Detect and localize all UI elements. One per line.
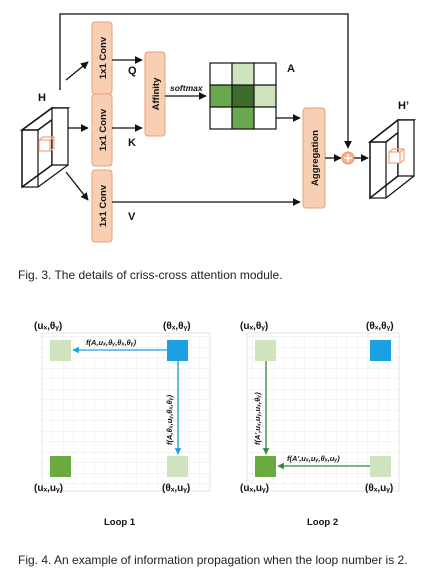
aggregation-block: Aggregation: [302, 107, 326, 209]
input-feature-map: [19, 106, 71, 189]
loop-1-top-left-label: (uₓ,θᵧ): [34, 321, 62, 332]
plus-icon: [341, 151, 355, 165]
loop-1-vertical-fn: f(A,θₓ,uᵧ,θₓ,θᵧ): [165, 394, 174, 445]
conv-block-q: 1x1 Conv: [91, 21, 113, 95]
conv-block-v-label: 1x1 Conv: [98, 184, 109, 227]
loop-2-top-right-label: (θₓ,θᵧ): [366, 321, 394, 332]
conv-block-q-label: 1x1 Conv: [98, 36, 109, 79]
k-label: K: [128, 137, 136, 149]
information-propagation-diagram: f(A,uₓ,θᵧ,θₓ,θᵧ) f(A,θₓ,uᵧ,θₓ,θᵧ) (uₓ,θᵧ…: [34, 321, 400, 528]
loop-1-horizontal-fn: f(A,uₓ,θᵧ,θₓ,θᵧ): [86, 338, 137, 347]
loop-2-bottom-left-label: (uₓ,uᵧ): [240, 483, 269, 494]
figure-3-caption: Fig. 3. The details of criss-cross atten…: [18, 268, 283, 282]
conv-block-k-label: 1x1 Conv: [98, 108, 109, 151]
output-feature-map: [367, 118, 417, 200]
affinity-label: Affinity: [151, 77, 162, 110]
loop-2-cell-bottom-left: [255, 456, 276, 477]
attention-map-grid: [209, 62, 277, 130]
q-label: Q: [128, 65, 137, 77]
affinity-block: Affinity: [144, 51, 166, 137]
conv-block-v: 1x1 Conv: [91, 169, 113, 243]
loop-1-bottom-right-label: (θₓ,uᵧ): [162, 483, 190, 494]
loop-1-title: Loop 1: [104, 517, 136, 528]
loop-1-cell-bottom-right: [167, 456, 188, 477]
loop-2-horizontal-fn: f(A',uₓ,uᵧ,θₓ,uᵧ): [287, 454, 340, 463]
loop-2-cell-top-right: [370, 340, 391, 361]
loop-1-cell-top-right: [167, 340, 188, 361]
loop-1-cell-top-left: [50, 340, 71, 361]
loop-2-cell-top-left: [255, 340, 276, 361]
softmax-label: softmax: [170, 83, 204, 93]
loop-2-title: Loop 2: [307, 517, 338, 528]
aggregation-label: Aggregation: [310, 130, 321, 186]
conv-block-k: 1x1 Conv: [91, 93, 113, 167]
attention-label: A: [287, 63, 295, 75]
loop-2-cell-bottom-right: [370, 456, 391, 477]
loop-2-bottom-right-label: (θₓ,uᵧ): [365, 483, 393, 494]
loop-2-vertical-fn: f(A',uₓ,uᵧ,uₓ,θᵧ): [253, 392, 262, 445]
loop-2-panel: [246, 332, 400, 492]
v-label: V: [128, 211, 136, 223]
input-label: H: [38, 92, 46, 104]
loop-1-bottom-left-label: (uₓ,uᵧ): [34, 483, 63, 494]
loop-2-top-left-label: (uₓ,θᵧ): [240, 321, 268, 332]
loop-1-panel: [41, 332, 211, 492]
conv-arrows: [112, 56, 301, 206]
input-branches: [59, 13, 352, 201]
output-label: H’: [398, 100, 409, 112]
figure-4-caption: Fig. 4. An example of information propag…: [18, 553, 408, 567]
loop-1-cell-bottom-left: [50, 456, 71, 477]
loop-1-top-right-label: (θₓ,θᵧ): [163, 321, 191, 332]
criss-cross-attention-diagram: H 1x1 Conv 1x1 Conv 1x1 Conv Q K V Affin…: [19, 13, 417, 243]
